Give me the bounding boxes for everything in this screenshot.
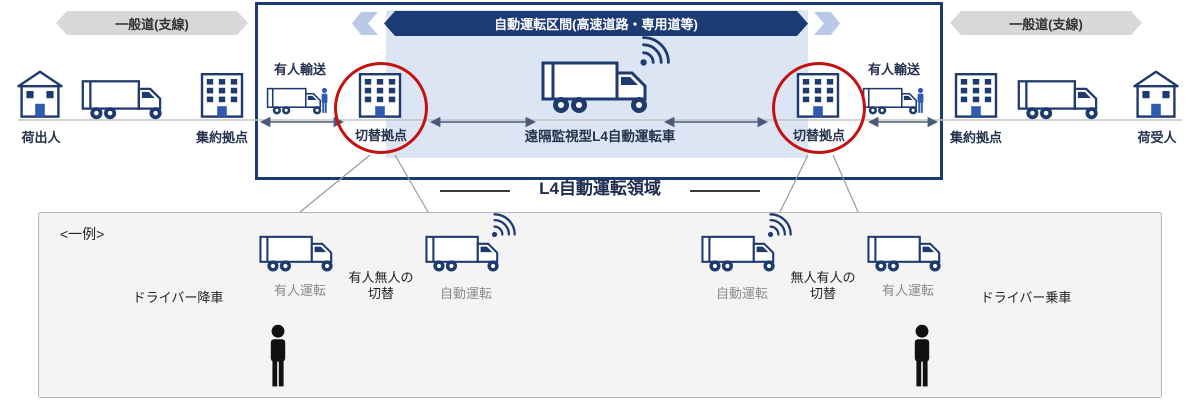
driver-board-label: ドライバー乗車 bbox=[980, 290, 1072, 305]
switch-base-right-highlight bbox=[772, 62, 866, 154]
shipper-building-icon bbox=[17, 70, 63, 118]
hub-building-right-icon bbox=[954, 72, 998, 118]
l4-area-label: L4自動運転領域 bbox=[539, 179, 661, 198]
l4-area-box bbox=[255, 2, 943, 180]
callout-line-right-a bbox=[779, 154, 809, 213]
callout-line-left-b bbox=[394, 154, 429, 213]
band-general-road-left-label: 一般道(支線) bbox=[115, 16, 189, 32]
consignee-label: 荷受人 bbox=[1137, 130, 1177, 145]
auto-driving-right-label: 自動運転 bbox=[715, 286, 768, 301]
wifi-icon bbox=[639, 36, 670, 67]
switch-base-right-label: 切替拠点 bbox=[792, 128, 845, 143]
consignee-building-icon bbox=[1133, 70, 1179, 118]
hub-building-left-icon bbox=[200, 72, 244, 118]
band-autonomous-section-label: 自動運転区間(高速道路・専用道等) bbox=[494, 17, 698, 32]
l4-truck-label: 遠隔監視型L4自動運転車 bbox=[524, 129, 676, 144]
driver-pictogram-right-icon bbox=[914, 324, 930, 387]
manned-driving-right-label: 有人運転 bbox=[881, 283, 934, 298]
l4-area-rule-right bbox=[690, 190, 760, 192]
switch-left-label: 有人無人の 切替 bbox=[348, 270, 414, 301]
hub-left-label: 集約拠点 bbox=[195, 130, 248, 145]
band-general-road-left: 一般道(支線) bbox=[56, 11, 248, 35]
switch-right-label: 無人有人の 切替 bbox=[790, 270, 856, 301]
switch-base-left-label: 切替拠点 bbox=[354, 128, 407, 143]
wifi-icon bbox=[490, 213, 516, 239]
band-autonomous-section: 自動運転区間(高速道路・専用道等) bbox=[384, 11, 808, 36]
chevron-left-icon bbox=[352, 12, 378, 35]
switch-base-left-highlight bbox=[334, 62, 428, 154]
band-general-road-right-label: 一般道(支線) bbox=[1009, 16, 1083, 32]
manned-driving-truck-right-icon bbox=[867, 235, 942, 273]
wifi-icon bbox=[766, 213, 792, 239]
driver-figure-right-icon bbox=[917, 87, 924, 113]
hub-right-label: 集約拠点 bbox=[949, 130, 1002, 145]
manned-driving-left-label: 有人運転 bbox=[273, 283, 326, 298]
callout-line-right-b bbox=[832, 154, 859, 213]
example-title: <一例> bbox=[60, 226, 105, 242]
manned-driving-truck-left-icon bbox=[259, 235, 334, 273]
shipper-label: 荷出人 bbox=[21, 130, 61, 145]
example-box bbox=[38, 212, 1162, 398]
chevron-right-icon bbox=[814, 12, 840, 35]
driver-figure-left-icon bbox=[321, 87, 328, 113]
callout-line-left-a bbox=[299, 154, 371, 213]
l4-area-rule-left bbox=[440, 190, 510, 192]
driver-exit-label: ドライバー降車 bbox=[132, 290, 224, 305]
driver-pictogram-left-icon bbox=[270, 324, 286, 387]
manned-transport-right-label: 有人輸送 bbox=[867, 62, 920, 77]
band-general-road-right: 一般道(支線) bbox=[950, 11, 1142, 35]
auto-driving-left-label: 自動運転 bbox=[439, 286, 492, 301]
manned-transport-left-label: 有人輸送 bbox=[273, 62, 326, 77]
truck-icon bbox=[81, 80, 163, 121]
truck-icon bbox=[1017, 80, 1099, 121]
